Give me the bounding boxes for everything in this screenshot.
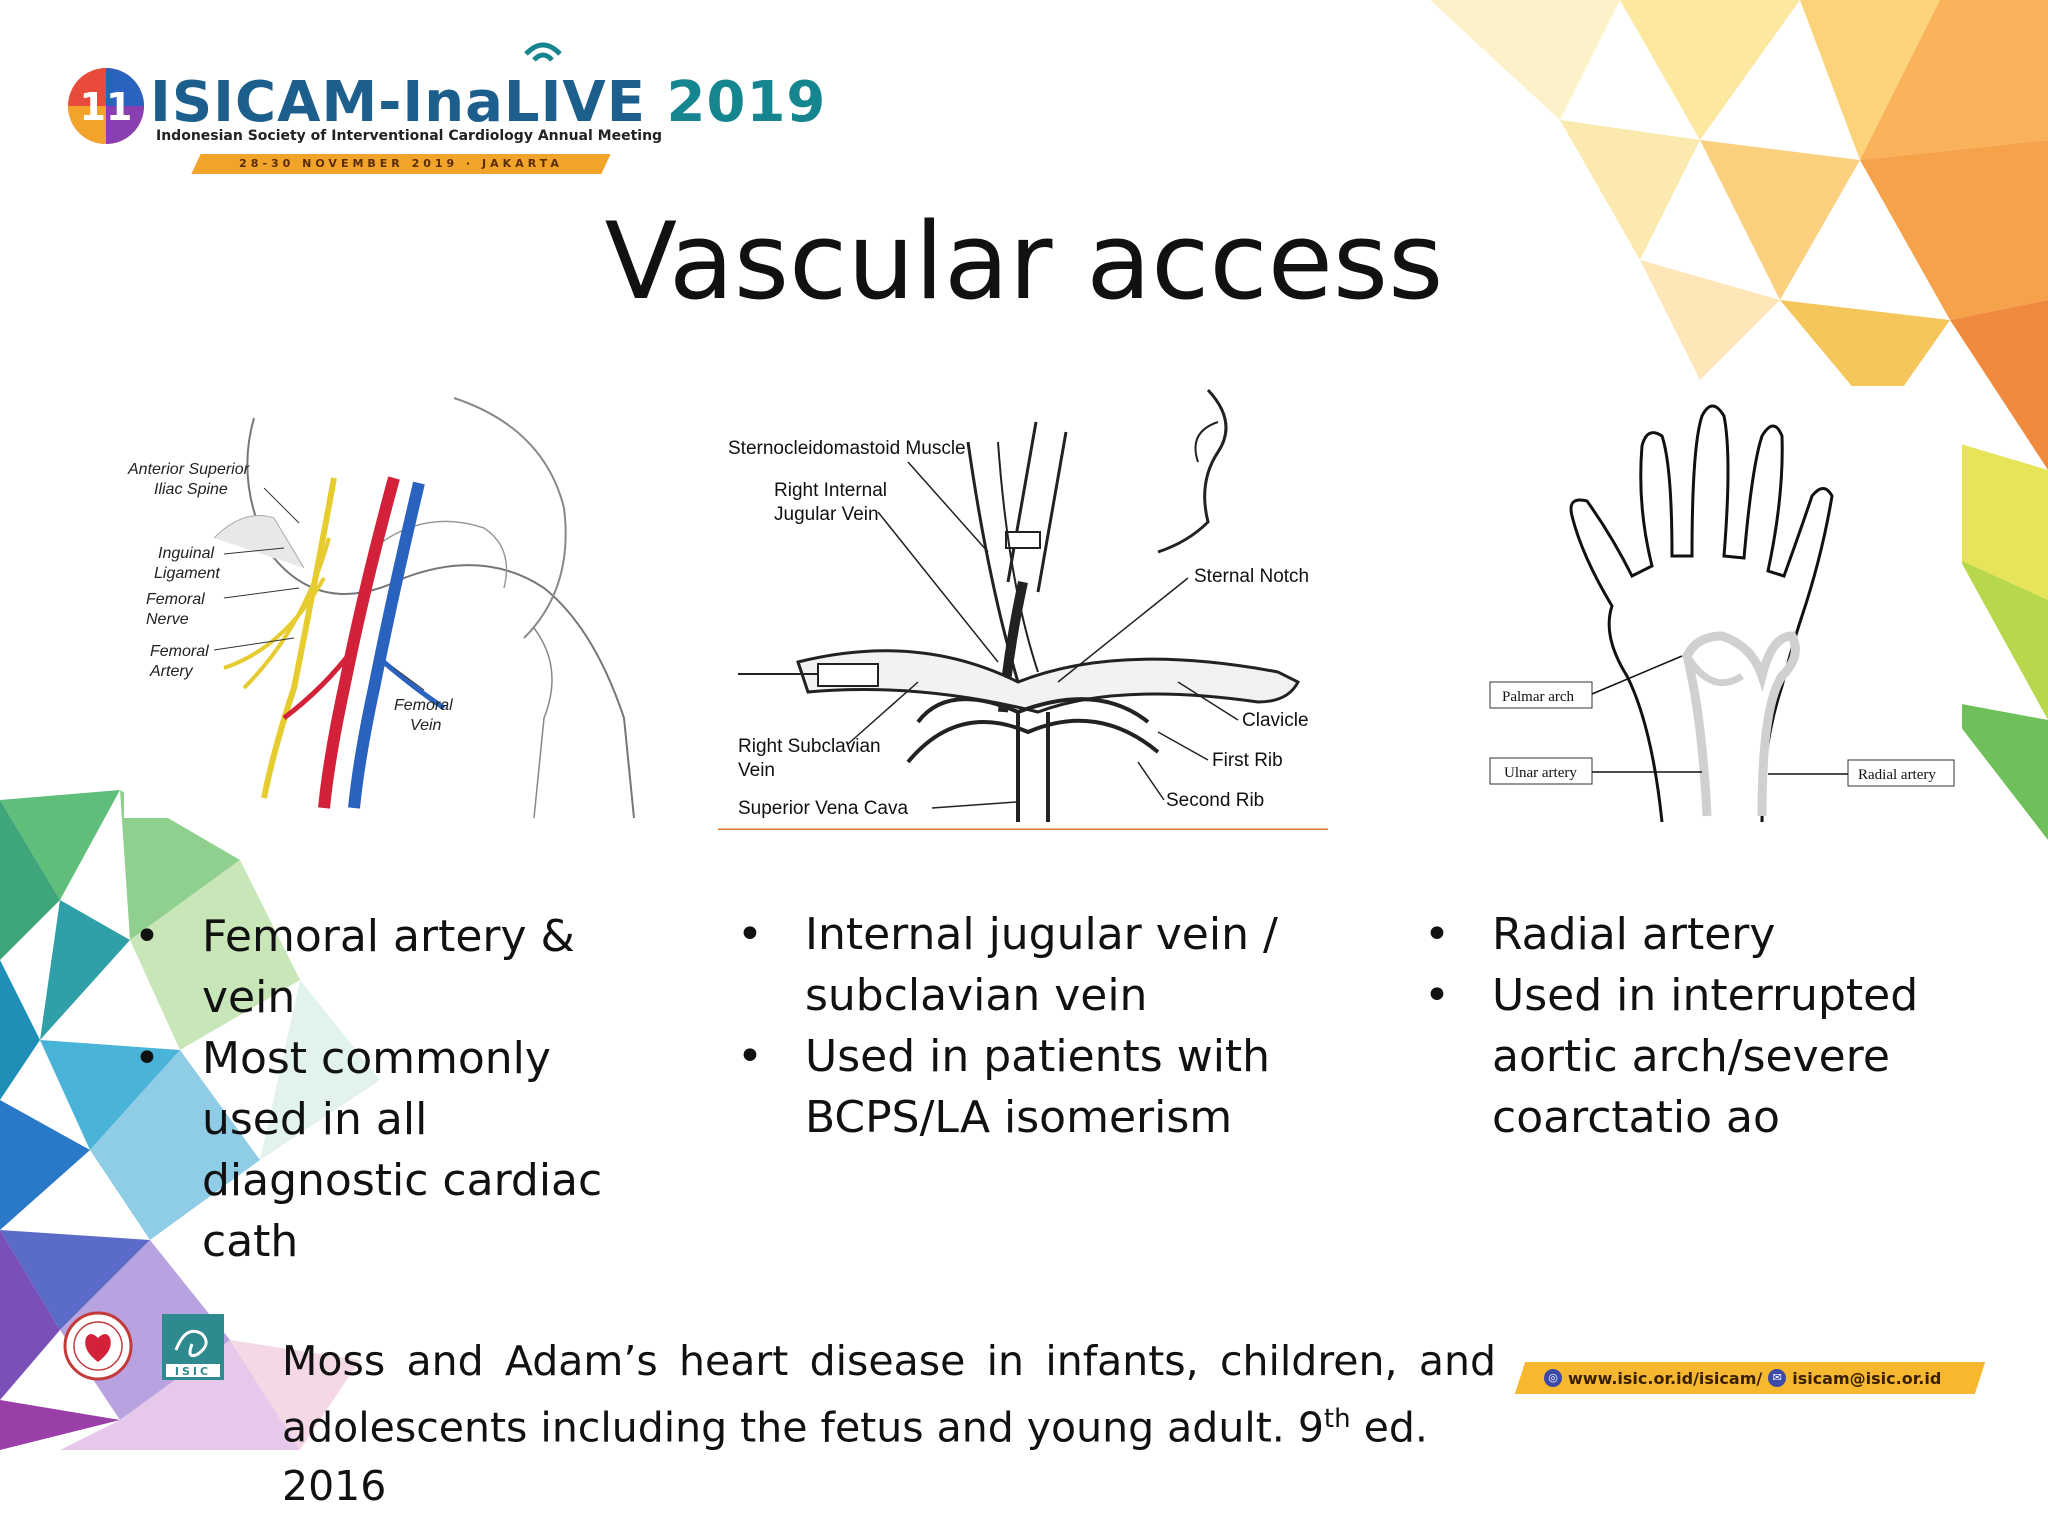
ref-word: and [1418,1337,1496,1385]
label-second-rib: Second Rib [1166,790,1264,811]
label-subclavian-2: Vein [738,760,775,781]
bullet-column-femoral: •Femoral artery & vein •Most commonly us… [134,906,654,1272]
logo-date-banner: 28-30 NOVEMBER 2019 · JAKARTA [191,154,611,174]
label-scm: Sternocleidomastoid Muscle [728,438,966,459]
svg-text:11: 11 [80,85,133,129]
ref-word: heart [679,1337,789,1385]
email-link[interactable]: isicam@isic.or.id [1792,1368,1942,1388]
list-item: •Internal jugular vein / subclavian vein [737,909,1278,1021]
website-link[interactable]: www.isic.or.id/isicam/ [1568,1368,1763,1388]
list-item: •Most commonly used in all diagnostic ca… [134,1033,603,1267]
label-sternal-notch: Sternal Notch [1194,566,1309,587]
label-nerve-1: Femoral [146,591,205,608]
label-artery-1: Femoral [150,643,209,660]
decorative-background [0,0,2048,1450]
femoral-anatomy-figure: Anterior Superior Iliac Spine Inguinal L… [124,388,664,818]
ref-word: infants, [1045,1337,1199,1385]
label-inguinal-2: Ligament [154,565,220,582]
logo-wordmark: ISICAM-InaLIVE 2019 [150,70,827,135]
radial-hand-diagram: Palmar arch Ulnar artery Radial artery [1489,404,1955,822]
logo-subtitle: Indonesian Society of Interventional Car… [156,128,663,144]
label-nerve-2: Nerve [146,611,189,628]
femoral-diagram: Anterior Superior Iliac Spine Inguinal L… [127,397,635,818]
ref-word: children, [1220,1337,1398,1385]
label-clavicle: Clavicle [1242,710,1309,731]
slide-title: Vascular access [604,200,1444,323]
label-svc: Superior Vena Cava [738,798,908,819]
globe-icon: ◎ [1544,1369,1562,1387]
contact-banner: ◎ www.isic.or.id/isicam/ ✉ isicam@isic.o… [1514,1362,1986,1394]
label-rij-1: Right Internal [774,480,887,501]
label-vein-2: Vein [410,717,442,734]
bullet-column-jugular: •Internal jugular vein / subclavian vein… [737,904,1297,1148]
list-item: •Femoral artery & vein [134,911,575,1023]
label-subclavian-1: Right Subclavian [738,736,881,757]
bullet-column-radial: •Radial artery •Used in interrupted aort… [1424,904,1924,1148]
list-item: •Used in patients with BCPS/LA isomerism [737,1031,1271,1143]
radial-anatomy-figure: Palmar arch Ulnar artery Radial artery [1462,386,1962,822]
list-item: •Radial artery [1424,909,1776,960]
society-seal-icon [63,1311,133,1381]
wifi-icon [524,42,562,62]
jugular-anatomy-figure: Sternocleidomastoid Muscle Right Interna… [718,382,1328,830]
reference-citation: Moss and Adam’s heart disease in infants… [282,1332,1496,1515]
label-asis-2: Iliac Spine [154,481,228,498]
logo-badge-icon: 11 [68,68,144,144]
mail-icon: ✉ [1768,1369,1787,1387]
ref-word: and [406,1337,484,1385]
label-rij-2: Jugular Vein [774,504,879,525]
svg-text:ISIC: ISIC [175,1365,211,1378]
isic-logo-icon: ISIC [162,1314,224,1380]
conference-logo: 11 ISICAM-InaLIVE 2019 Indonesian Societ… [66,30,825,180]
label-asis-1: Anterior Superior [127,461,250,478]
ref-word: disease [809,1337,966,1385]
label-palmar-arch: Palmar arch [1502,689,1575,705]
label-radial-artery: Radial artery [1858,767,1936,783]
label-ulnar-artery: Ulnar artery [1504,765,1577,781]
list-item: •Used in interrupted aortic arch/severe … [1424,970,1919,1143]
ref-word: Moss [282,1337,386,1385]
ref-word: Adam’s [504,1337,658,1385]
jugular-diagram: Sternocleidomastoid Muscle Right Interna… [718,388,1328,830]
ref-line-2: adolescents including the fetus and youn… [282,1403,1428,1510]
label-vein-1: Femoral [394,697,453,714]
label-first-rib: First Rib [1212,750,1283,771]
label-inguinal-1: Inguinal [158,545,214,562]
ref-word: in [986,1337,1025,1385]
label-artery-2: Artery [149,663,194,680]
